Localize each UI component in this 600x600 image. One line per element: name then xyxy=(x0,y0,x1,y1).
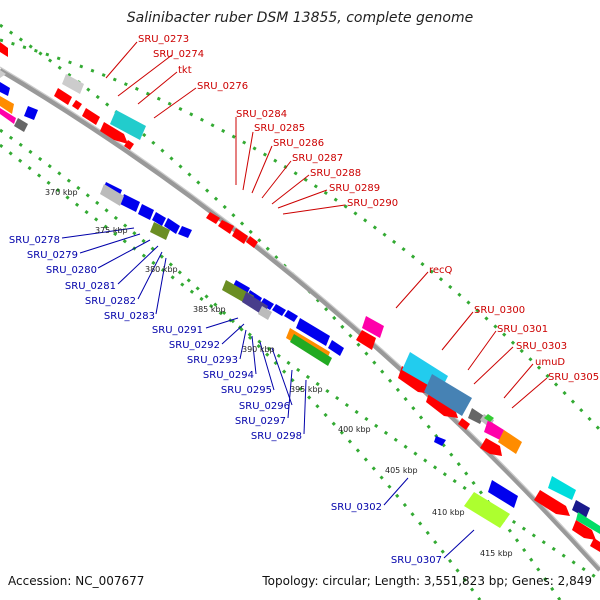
dotted-guides xyxy=(0,23,600,600)
gene-label-sru-0293: SRU_0293 xyxy=(187,355,238,366)
gene-label-sru-0282: SRU_0282 xyxy=(85,296,136,307)
kbp-tick-390: 390 kbp xyxy=(242,345,275,354)
gene-label-sru-0287: SRU_0287 xyxy=(292,153,343,164)
gene-label-sru-0281: SRU_0281 xyxy=(65,281,116,292)
gene-label-sru-0297: SRU_0297 xyxy=(235,416,286,427)
accession-text: Accession: NC_007677 xyxy=(8,574,145,588)
other-genes xyxy=(0,70,600,534)
gene-label-sru-0284: SRU_0284 xyxy=(236,109,287,120)
kbp-tick-410: 410 kbp xyxy=(432,508,465,517)
gene-label-sru-0274: SRU_0274 xyxy=(153,49,204,60)
gene-label-sru-0283: SRU_0283 xyxy=(104,311,155,322)
kbp-tick-405: 405 kbp xyxy=(385,466,418,475)
gene-label-sru-0290: SRU_0290 xyxy=(347,198,398,209)
gene-label-sru-0285: SRU_0285 xyxy=(254,123,305,134)
genome-backbone xyxy=(0,67,600,572)
gene-label-sru-0301: SRU_0301 xyxy=(497,324,548,335)
topology-text: Topology: circular; Length: 3,551,823 bp… xyxy=(262,574,592,588)
gene-label-sru-0291: SRU_0291 xyxy=(152,325,203,336)
map-title: Salinibacter ruber DSM 13855, complete g… xyxy=(126,10,474,26)
gene-label-sru-0303: SRU_0303 xyxy=(516,341,567,352)
gene-label-sru-0273: SRU_0273 xyxy=(138,34,189,45)
gene-label-recq: recQ xyxy=(429,265,453,276)
gene-label-sru-0280: SRU_0280 xyxy=(46,265,97,276)
kbp-tick-370: 370 kbp xyxy=(45,188,78,197)
gene-label-sru-0294: SRU_0294 xyxy=(203,370,254,381)
kbp-tick-labels: 370 kbp 375 kbp 380 kbp 385 kbp 390 kbp … xyxy=(45,188,513,558)
gene-label-sru-0302: SRU_0302 xyxy=(331,502,382,513)
gene-label-sru-0289: SRU_0289 xyxy=(329,183,380,194)
gene-label-sru-0278: SRU_0278 xyxy=(9,235,60,246)
gene-label-umud: umuD xyxy=(535,357,565,368)
gene-label-sru-0295: SRU_0295 xyxy=(221,385,272,396)
kbp-tick-415: 415 kbp xyxy=(480,549,513,558)
red-leader-lines xyxy=(105,41,548,409)
forward-strand-genes xyxy=(0,42,600,552)
gene-label-sru-0286: SRU_0286 xyxy=(273,138,324,149)
gene-label-sru-0288: SRU_0288 xyxy=(310,168,361,179)
gene-label-sru-0305: SRU_0305 xyxy=(548,372,599,383)
gene-label-sru-0307: SRU_0307 xyxy=(391,555,442,566)
kbp-tick-400: 400 kbp xyxy=(338,425,371,434)
gene-label-sru-0292: SRU_0292 xyxy=(169,340,220,351)
gene-label-sru-0279: SRU_0279 xyxy=(27,250,78,261)
gene-label-sru-0300: SRU_0300 xyxy=(474,305,525,316)
gene-label-sru-0298: SRU_0298 xyxy=(251,431,302,442)
gene-label-tkt: tkt xyxy=(178,65,192,76)
kbp-tick-375: 375 kbp xyxy=(95,226,128,235)
gene-label-sru-0276: SRU_0276 xyxy=(197,81,248,92)
reverse-gene-labels: SRU_0278 SRU_0279 SRU_0280 SRU_0281 SRU_… xyxy=(9,235,442,566)
forward-gene-labels: SRU_0273 SRU_0274 tkt SRU_0276 SRU_0284 … xyxy=(138,34,599,383)
gene-label-sru-0296: SRU_0296 xyxy=(239,401,290,412)
kbp-tick-395: 395 kbp xyxy=(290,385,323,394)
kbp-tick-385: 385 kbp xyxy=(193,305,226,314)
kbp-tick-380: 380 kbp xyxy=(145,265,178,274)
blue-leader-lines xyxy=(61,227,475,559)
